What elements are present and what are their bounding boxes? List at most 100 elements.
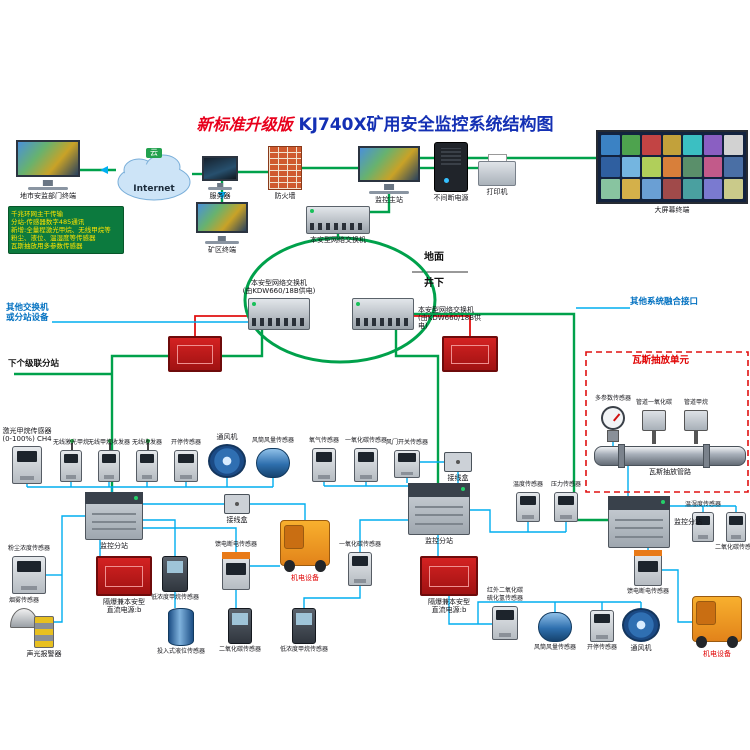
- feed-cutoff-2-label: 馈电断电传感器: [626, 588, 669, 595]
- printer-label: 打印机: [486, 188, 508, 196]
- duct-icon: [538, 612, 572, 642]
- duct-airflow-2: [538, 612, 572, 642]
- power-dc-left-label: 隔爆兼本安型 直流电源:b: [103, 598, 145, 614]
- redbox-icon: [168, 336, 222, 372]
- info-box-line-2: 新增:全量程激光甲烷、无线甲烷等: [11, 226, 111, 234]
- server-mon-icon: [202, 156, 238, 190]
- alarm-sound-light: [34, 616, 54, 648]
- smoke-sensor-label: 烟雾传感器: [8, 597, 39, 604]
- duct-airflow-2-label: 风筒风量传感器: [533, 644, 576, 651]
- sensor-sm-icon: [492, 606, 518, 640]
- co2-sensor-right: [726, 512, 746, 542]
- wireless-rx: [136, 439, 158, 482]
- temp-humidity-sensor-label: 温湿度传感器: [684, 501, 721, 508]
- multi-param-sensor: [598, 406, 628, 442]
- junction-icon: [444, 452, 472, 472]
- wind-door-sensor-label: 风门开关传感器: [385, 439, 428, 446]
- junction-box-2: [444, 452, 472, 472]
- bigscreen-icon: [596, 130, 748, 204]
- start-stop-1-label: 开停传感器: [170, 439, 201, 446]
- switch-right-label: 本安型网络交换机 (由KDW660/18B供电): [418, 306, 482, 330]
- duct-icon: [256, 448, 290, 478]
- feed-icon: [222, 552, 250, 590]
- monitor-icon: [196, 202, 248, 244]
- mine-terminal-label: 矿区终端: [208, 246, 236, 254]
- handheld-icon: [228, 608, 252, 644]
- info-box-line-1: 分站-传感器数字485通讯: [11, 218, 85, 226]
- low-ch4-sensor-1: [162, 556, 188, 592]
- fan-icon: [208, 444, 246, 478]
- oxygen-sensor-label: 氧气传感器: [308, 437, 339, 444]
- main-station: [358, 146, 420, 194]
- redbox-icon: [442, 336, 498, 372]
- pipe-co-sensor: [642, 410, 666, 444]
- big-screen-label: 大屏幕终端: [654, 206, 690, 214]
- dust-sensor: [12, 556, 46, 594]
- switch-icon: [352, 298, 414, 330]
- ir-co2-h2s-sensor: [492, 606, 518, 640]
- station-icon: [608, 496, 670, 548]
- firewall-label: 防火墙: [274, 192, 296, 200]
- co2-sensor-right-label: 二氧化碳传感器: [714, 544, 750, 551]
- server-label: 服务器: [209, 192, 231, 200]
- pressure-sensor-1: [554, 492, 578, 522]
- liquid-level-sensor-label: 投入式液位传感器: [156, 648, 205, 655]
- sensor-sm-icon: [312, 448, 336, 482]
- feed-cutoff-1: [222, 552, 250, 590]
- temp-humidity-sensor: [692, 512, 714, 542]
- power-top-right: [442, 336, 498, 372]
- feed-icon: [634, 550, 662, 586]
- sensor-sm-icon: [726, 512, 746, 542]
- junction-box-1: [224, 494, 250, 514]
- terminal-city: [16, 140, 80, 190]
- laser-ch4-full: [12, 446, 42, 484]
- cyl-blue-icon: [168, 608, 194, 646]
- diagram-label-0: 地面: [424, 252, 444, 263]
- switch-top: [306, 206, 370, 234]
- pipe-sensor-icon: [642, 410, 666, 444]
- title-prefix: 新标准升级版: [196, 115, 293, 134]
- start-stop-1: [174, 450, 198, 482]
- sensor-sm-icon: [554, 492, 578, 522]
- handheld-icon: [162, 556, 188, 592]
- station-right-label: 监控分站: [674, 518, 702, 526]
- co-sensor-1: [354, 448, 378, 482]
- pipe-ch4-sensor-label: 管道甲烷: [683, 399, 708, 406]
- alarm-sound-light-label: 声光报警器: [26, 650, 62, 658]
- station-right: [608, 496, 670, 548]
- monitor-icon: [358, 146, 420, 194]
- firewall: [268, 146, 302, 190]
- junction-icon: [224, 494, 250, 514]
- handheld-icon: [292, 608, 316, 644]
- sensor-sm-icon: [692, 512, 714, 542]
- co2-sensor-1: [228, 608, 252, 644]
- sensor-sm-icon: [516, 492, 540, 522]
- start-stop-2-label: 开停传感器: [586, 644, 617, 651]
- duct-airflow-1: [256, 448, 290, 478]
- machine-right-label: 机电设备: [703, 650, 731, 658]
- switch-icon: [306, 206, 370, 234]
- machine-left: [280, 520, 330, 572]
- station-icon: [408, 483, 470, 535]
- sensor-icon: [12, 556, 46, 594]
- wireless-ch4-tx-label: 无线甲烷收发器: [87, 439, 130, 446]
- co-sensor-2: [348, 552, 372, 586]
- station-left-label: 监控分站: [100, 542, 128, 550]
- diagram-label-5: 瓦斯抽放单元: [632, 355, 690, 366]
- machine-icon: [280, 520, 330, 572]
- sensor-ant-icon: [136, 439, 158, 482]
- laser-ch4-full-label: 激光甲烷传感器 (0-100%) CH4: [2, 427, 52, 443]
- fan-2-label: 通风机: [630, 644, 652, 652]
- gas-pipe: [594, 444, 746, 468]
- duct-airflow-1-label: 风筒风量传感器: [251, 437, 294, 444]
- start-stop-2: [590, 610, 614, 642]
- diagram-label-2: 其他交换机 或分站设备: [6, 303, 49, 323]
- station-left: [85, 492, 143, 540]
- sensor-sm-icon: [174, 450, 198, 482]
- diagram-label-3: 其他系统融合接口: [630, 297, 699, 307]
- station-mid-label: 监控分站: [425, 537, 453, 545]
- info-box-line-4: 瓦斯抽放用多参数传感器: [11, 242, 83, 250]
- info-box-line-0: 千兆环网主干传输: [11, 210, 63, 218]
